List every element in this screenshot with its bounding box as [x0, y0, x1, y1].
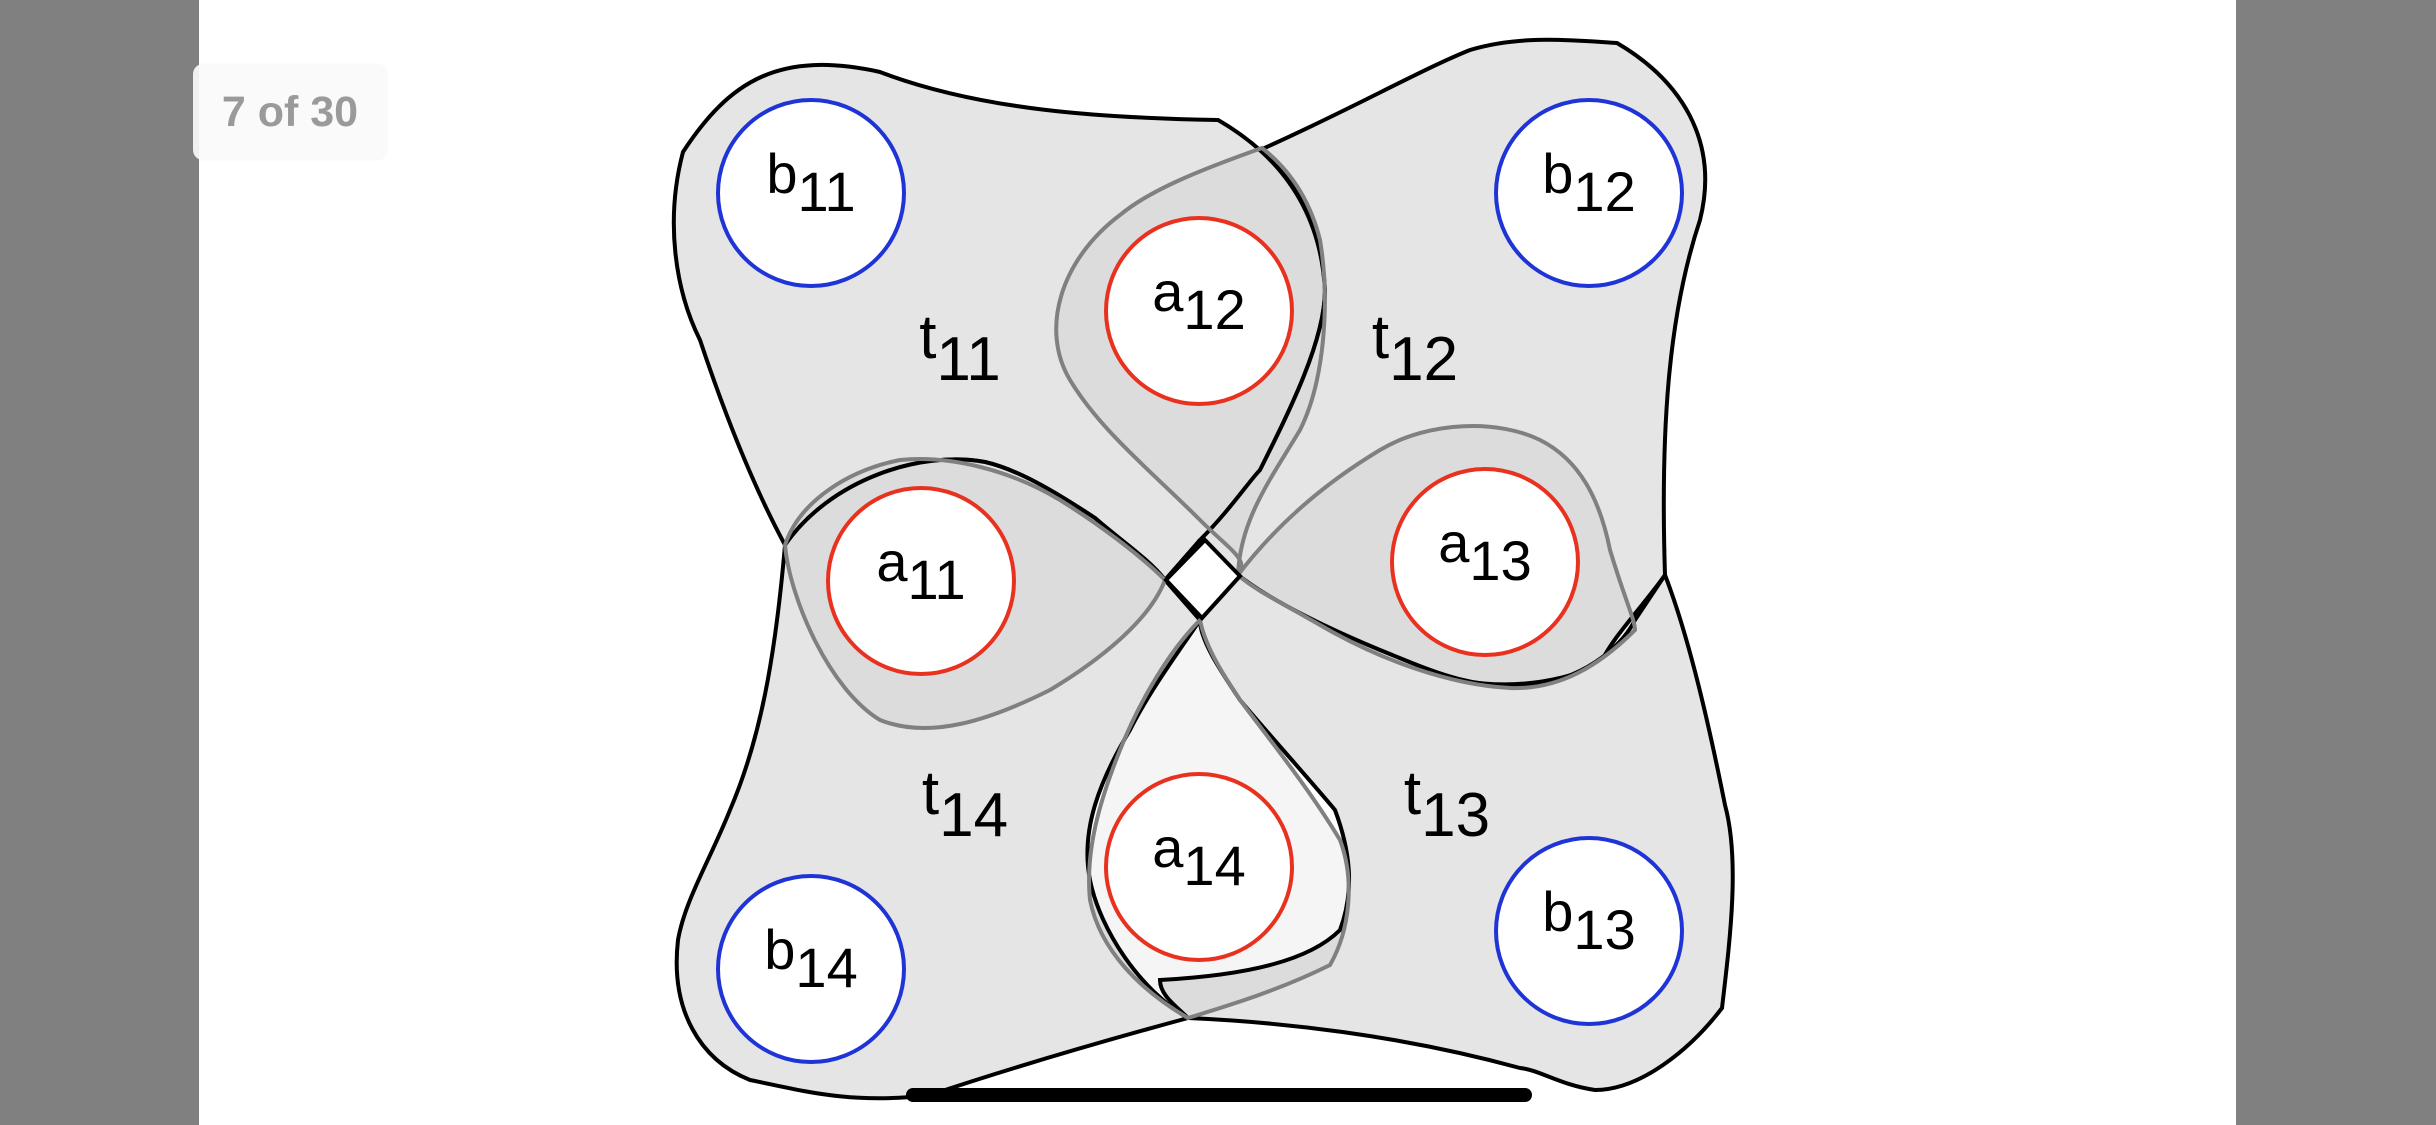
center-gap: [1163, 537, 1243, 621]
node-a14: a14: [1104, 772, 1294, 962]
svg-text:b14: b14: [764, 918, 857, 999]
svg-text:b12: b12: [1542, 142, 1635, 223]
node-label: b: [764, 918, 795, 981]
node-subscript: 11: [798, 160, 856, 223]
page-indicator-text: 7 of 30: [221, 87, 359, 136]
node-subscript: 12: [1573, 160, 1635, 223]
label-t13: t13: [1404, 759, 1490, 850]
svg-text:a12: a12: [1152, 260, 1245, 341]
label-t14: t14: [922, 759, 1008, 850]
svg-text:a14: a14: [1152, 816, 1245, 897]
b-nodes: b11 b12 b13 b14: [716, 98, 1684, 1064]
home-indicator-bar[interactable]: [906, 1088, 1532, 1102]
label-t11: t11: [919, 303, 1001, 394]
page-indicator: 7 of 30: [193, 64, 387, 160]
a-nodes: a11 a12 a13 a14: [826, 216, 1580, 962]
node-label: b: [1542, 880, 1573, 943]
node-subscript: 14: [795, 936, 857, 999]
node-subscript: 11: [908, 548, 966, 611]
node-subscript: 12: [1183, 278, 1245, 341]
node-label: a: [1152, 816, 1184, 879]
svg-text:b13: b13: [1542, 880, 1635, 961]
node-subscript: 14: [1183, 834, 1245, 897]
node-b11: b11: [716, 98, 906, 288]
node-subscript: 13: [1469, 529, 1531, 592]
svg-text:b11: b11: [766, 142, 855, 223]
node-label: b: [1542, 142, 1573, 205]
node-label: a: [876, 530, 908, 593]
node-label: b: [766, 142, 797, 205]
node-label: a: [1438, 511, 1470, 574]
node-b14: b14: [716, 874, 906, 1064]
t-labels: t11 t12 t13 t14: [919, 303, 1490, 850]
node-b13: b13: [1494, 836, 1684, 1026]
node-a12: a12: [1104, 216, 1294, 406]
label-t12: t12: [1372, 303, 1458, 394]
svg-text:a13: a13: [1438, 511, 1531, 592]
svg-text:a11: a11: [876, 530, 965, 611]
node-label: a: [1152, 260, 1184, 323]
node-a11: a11: [826, 486, 1016, 676]
node-b12: b12: [1494, 98, 1684, 288]
node-subscript: 13: [1573, 898, 1635, 961]
node-a13: a13: [1390, 467, 1580, 657]
